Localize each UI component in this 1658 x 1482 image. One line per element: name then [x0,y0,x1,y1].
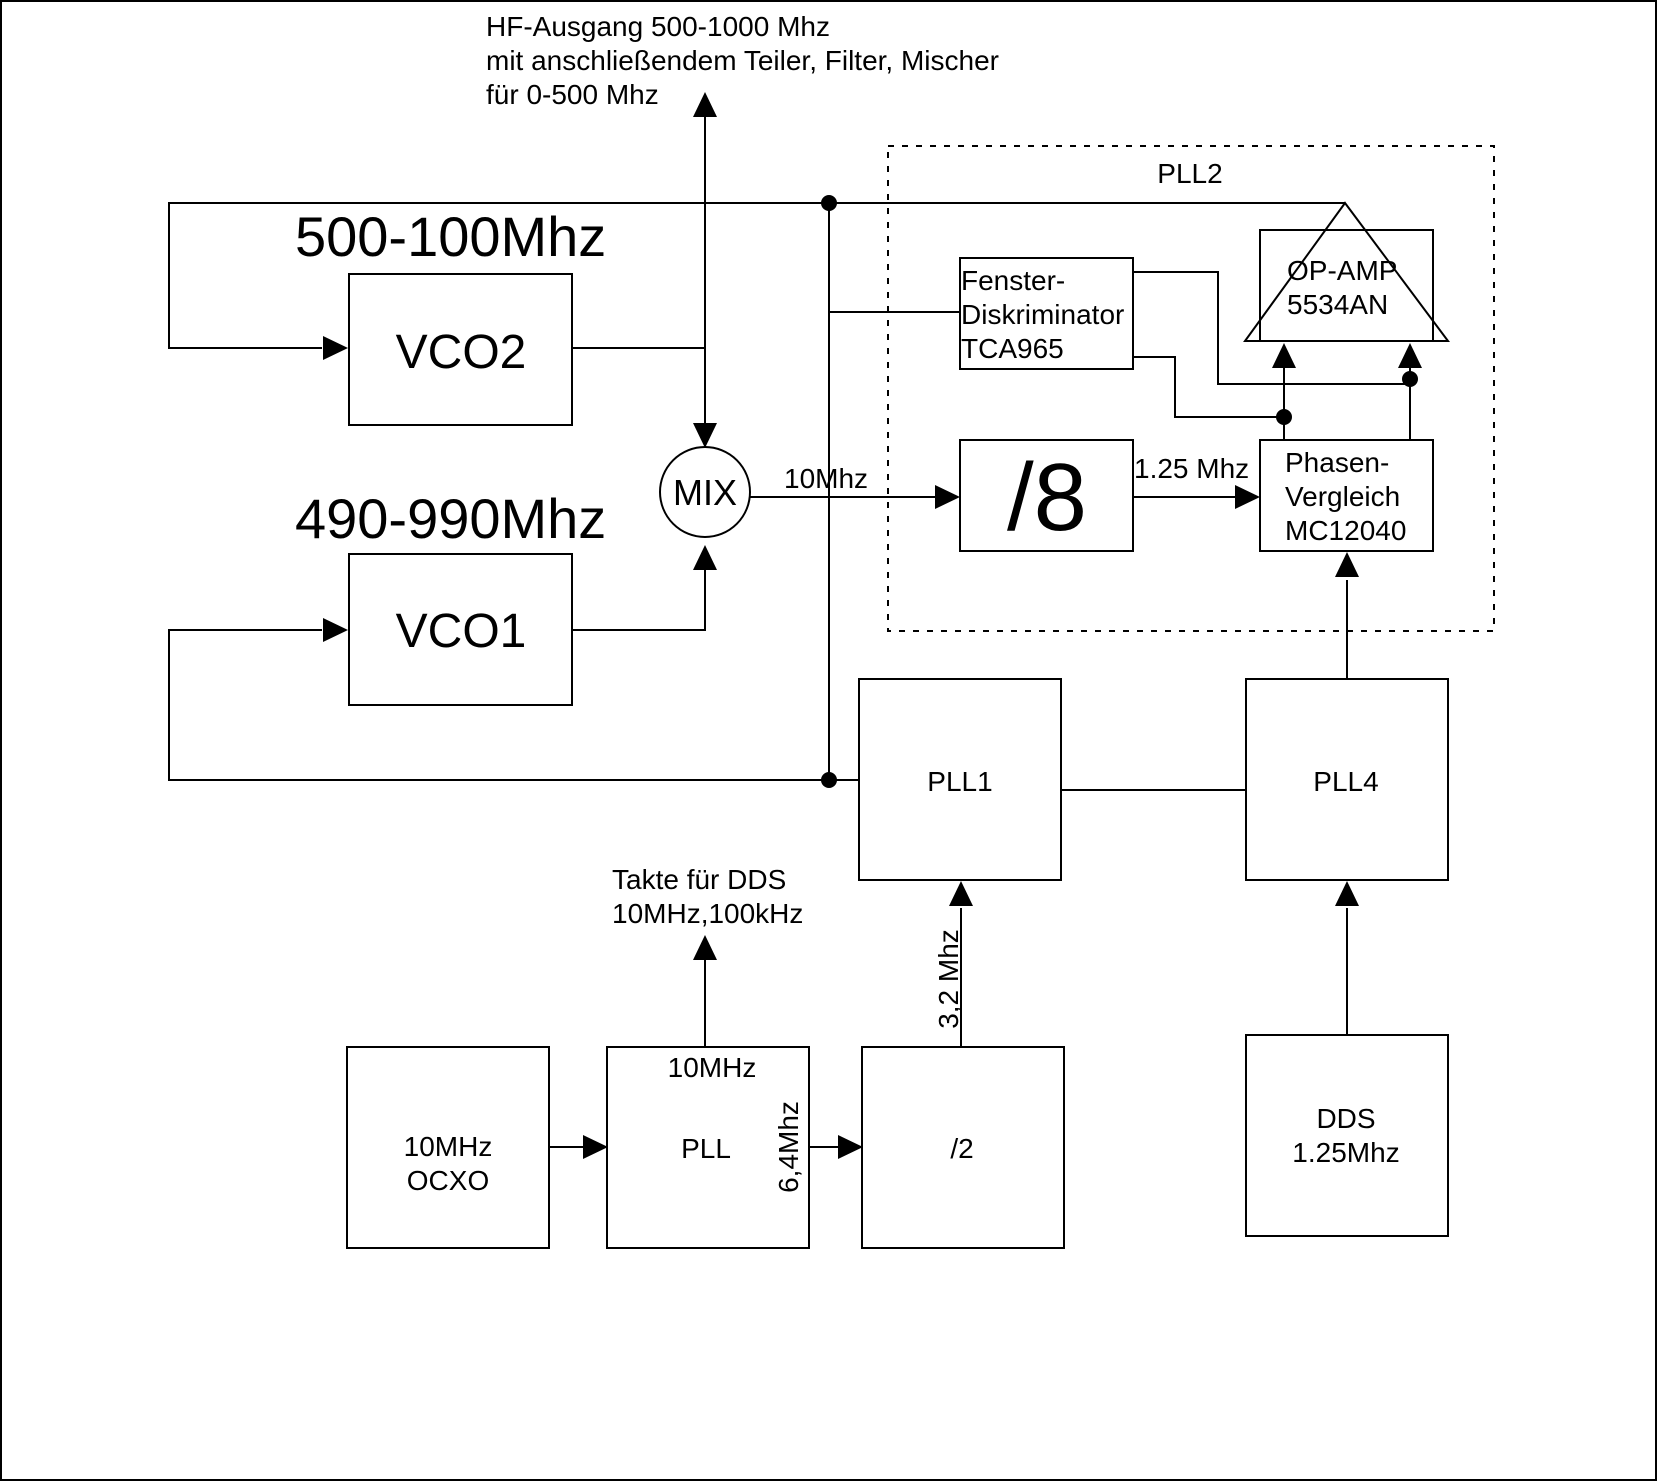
mixer-label: MIX [673,472,737,513]
wire-vco1-out [573,560,706,631]
opamp-line1: OP-AMP [1287,255,1397,286]
arrow-into-phase [1235,485,1260,509]
discriminator-block [959,257,1134,370]
div2-block [861,1046,1065,1249]
divider8-out-freq: 1.25 Mhz [1134,453,1249,484]
vco1-range: 490-990Mhz [295,487,606,550]
phase-comparator-line1: Phasen- [1285,447,1389,478]
ocxo-line1: 10MHz [404,1131,493,1162]
phase-comparator-line3: MC12040 [1285,515,1406,546]
opamp-triangle-icon [1243,201,1450,342]
pll-side-label: 6,4Mhz [773,1101,804,1193]
wire-disc-out1 [1134,271,1410,385]
vco1-label: VCO1 [396,605,527,658]
arrow-dds-clocks [693,935,717,960]
dds-line2: 1.25Mhz [1292,1137,1399,1168]
pll1-block [858,678,1062,881]
arrow-hf-output [693,92,717,117]
arrow-into-mix-top [693,423,717,448]
pll-top-label: 10MHz [668,1052,757,1083]
opamp-block [1259,229,1434,342]
divider8-block [959,439,1134,552]
dds-block [1245,1034,1449,1237]
pll4-block [1245,678,1449,881]
junction-dot-top [821,195,837,211]
output-note-line3: für 0-500 Mhz [486,79,659,110]
vco1-block [348,553,573,706]
ocxo-line2: OCXO [407,1165,489,1196]
mixer-out-freq: 10Mhz [784,463,868,494]
freq-3-2-label: 3,2 Mhz [933,929,964,1029]
dds-clock-note-line2: 10MHz,100kHz [612,898,803,929]
arrow-into-vco2 [323,336,348,360]
arrow-into-pll4 [1335,881,1359,906]
vco2-range: 500-100Mhz [295,205,606,268]
arrow-into-mix-bottom [693,545,717,570]
mixer-block [659,446,751,538]
arrow-into-pll1 [949,881,973,906]
wire-disc-out2 [1134,356,1284,418]
discriminator-line2: Diskriminator [961,299,1124,330]
arrow-into-div8 [935,485,960,509]
wire-vco1-control [168,629,858,781]
pll2-label: PLL2 [1157,158,1222,189]
junction-dot-opamp-left [1276,409,1292,425]
arrow-into-phase-bottom [1335,552,1359,577]
arrow-into-vco1 [323,618,348,642]
vco2-label: VCO2 [396,326,527,379]
junction-dot-bottom [821,772,837,788]
ocxo-block [346,1046,550,1249]
output-note-line1: HF-Ausgang 500-1000 Mhz [486,11,830,42]
pll2-region [887,145,1495,632]
dds-line1: DDS [1316,1103,1375,1134]
arrow-into-opamp-left [1272,343,1296,368]
dds-clock-note-line1: Takte für DDS [612,864,786,895]
vco2-block [348,273,573,426]
output-note-line2: mit anschließendem Teiler, Filter, Misch… [486,45,999,76]
wire-vco2-control [168,202,829,349]
arrow-into-opamp-right [1398,343,1422,368]
discriminator-line3: TCA965 [961,333,1064,364]
discriminator-line1: Fenster- [961,265,1065,296]
pll4-label: PLL4 [1313,766,1378,797]
arrow-into-pll [583,1135,608,1159]
arrow-into-div2 [838,1135,863,1159]
pll1-label: PLL1 [927,766,992,797]
phase-comparator-line2: Vergleich [1285,481,1400,512]
phase-comparator-block [1259,439,1434,552]
divider8-label: /8 [1007,444,1087,551]
opamp-line2: 5534AN [1287,289,1388,320]
div2-label: /2 [950,1133,973,1164]
junction-dot-opamp-right [1402,371,1418,387]
pll-label: PLL [681,1133,731,1164]
pll-block [606,1046,810,1249]
